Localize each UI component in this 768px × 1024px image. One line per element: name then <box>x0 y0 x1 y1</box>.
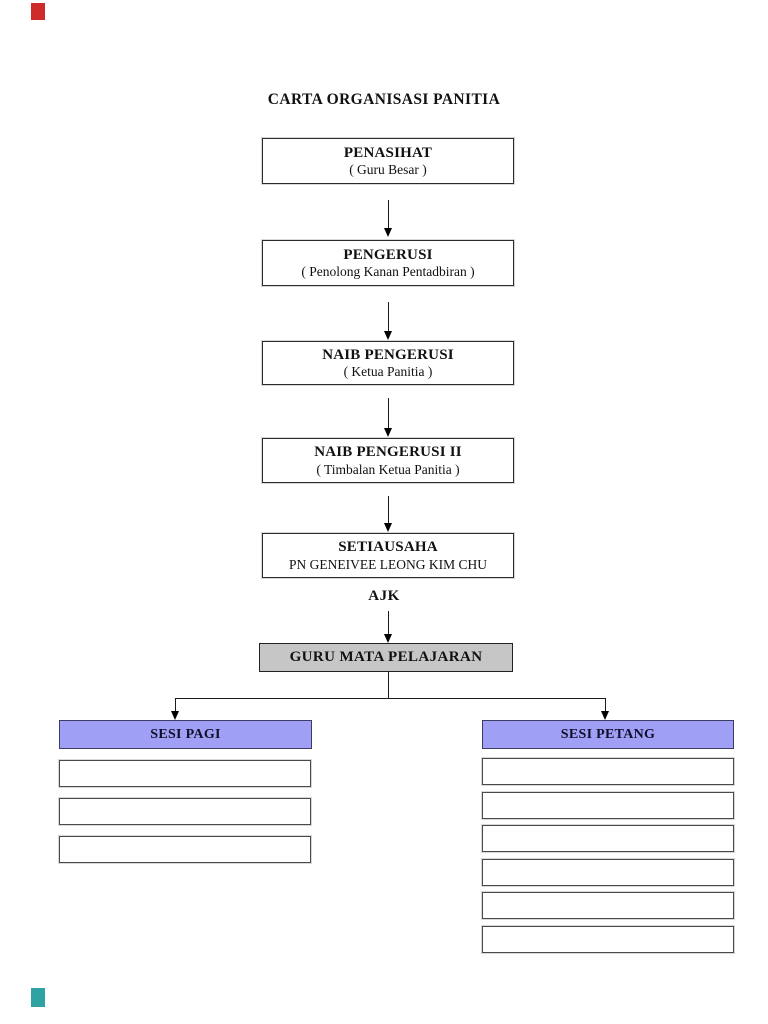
connector-line <box>388 302 390 331</box>
empty-member-slot <box>482 825 734 852</box>
org-box-pengerusi: PENGERUSI ( Penolong Kanan Pentadbiran ) <box>262 240 514 286</box>
empty-member-slot <box>482 758 734 785</box>
box-title: NAIB PENGERUSI <box>322 346 454 363</box>
member-slots-sesi-pagi <box>59 760 311 863</box>
teal-page-edge-marker <box>31 988 45 1007</box>
connector-line <box>388 611 390 634</box>
member-slots-sesi-petang <box>482 758 734 953</box>
ajk-label: AJK <box>368 588 400 604</box>
org-box-setiausaha: SETIAUSAHA PN GENEIVEE LEONG KIM CHU <box>262 533 514 578</box>
session-header-label: SESI PETANG <box>560 726 656 742</box>
empty-member-slot <box>482 925 734 953</box>
arrow-down-icon <box>383 634 392 643</box>
connector-line <box>388 496 390 523</box>
org-box-penasihat: PENASIHAT ( Guru Besar ) <box>262 138 514 184</box>
page-title: CARTA ORGANISASI PANITIA <box>267 91 501 108</box>
arrow-down-icon <box>383 428 392 437</box>
arrow-down-icon <box>383 228 392 237</box>
org-box-naib-pengerusi: NAIB PENGERUSI ( Ketua Panitia ) <box>262 341 514 385</box>
box-subtitle: PN GENEIVEE LEONG KIM CHU <box>289 556 487 572</box>
box-subtitle: ( Penolong Kanan Pentadbiran ) <box>301 264 475 280</box>
empty-member-slot <box>482 892 734 919</box>
empty-member-slot <box>482 858 734 886</box>
session-header-sesi-pagi: SESI PAGI <box>59 720 312 749</box>
box-subtitle: ( Timbalan Ketua Panitia ) <box>316 461 460 477</box>
box-subtitle: ( Guru Besar ) <box>349 162 427 178</box>
session-header-label: SESI PAGI <box>150 726 221 742</box>
box-title: PENGERUSI <box>343 246 433 263</box>
connector-line <box>388 200 390 228</box>
box-title: NAIB PENGERUSI II <box>314 444 462 461</box>
committee-box-label: GURU MATA PELAJARAN <box>289 649 483 665</box>
red-page-edge-marker <box>31 3 45 20</box>
connector-line-horizontal <box>175 698 606 700</box>
empty-member-slot <box>59 836 311 863</box>
arrow-down-icon <box>601 711 610 720</box>
connector-line <box>388 398 390 428</box>
box-subtitle: ( Ketua Panitia ) <box>343 364 433 380</box>
empty-member-slot <box>59 760 311 787</box>
arrow-down-icon <box>171 711 180 720</box>
box-title: PENASIHAT <box>343 144 433 161</box>
session-header-sesi-petang: SESI PETANG <box>482 720 734 749</box>
empty-member-slot <box>482 791 734 819</box>
connector-line <box>388 672 390 698</box>
connector-line <box>175 698 177 711</box>
arrow-down-icon <box>383 523 392 532</box>
org-box-naib-pengerusi-ii: NAIB PENGERUSI II ( Timbalan Ketua Panit… <box>262 438 514 483</box>
connector-line <box>605 698 607 711</box>
arrow-down-icon <box>383 331 392 340</box>
box-title: SETIAUSAHA <box>338 539 438 556</box>
empty-member-slot <box>59 798 311 825</box>
committee-box-guru-mata-pelajaran: GURU MATA PELAJARAN <box>259 643 513 672</box>
